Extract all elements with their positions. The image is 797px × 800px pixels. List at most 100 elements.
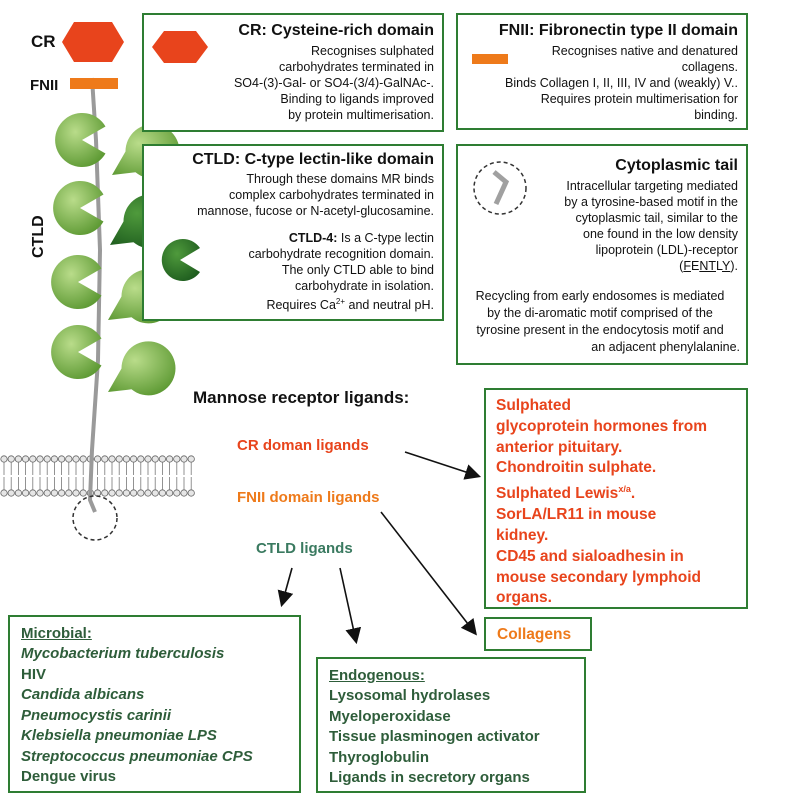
ctld4-bold: CTLD-4: <box>288 231 338 245</box>
cr-box-text: Recognises sulphated carbohydrates termi… <box>234 43 434 123</box>
microbial-heading: Microbial: <box>21 625 92 642</box>
ctld-pacman <box>55 113 106 167</box>
cr-ligand-item: CD45 and sialoadhesin in <box>496 547 684 565</box>
ctld-pacman <box>51 325 102 380</box>
collagens-text: Collagens <box>497 626 572 643</box>
cr-ligand-item: anterior pituitary. <box>496 438 623 456</box>
ctld-line: Through these domains MR binds <box>246 172 434 186</box>
motif-open: ( <box>679 259 684 273</box>
ctld4-text: CTLD-4: Is a C-type lectin carbohydrate … <box>248 230 434 313</box>
endogenous-item: Ligands in secretory organs <box>329 769 530 786</box>
cyto-box-text: Intracellular targeting mediated by a ty… <box>564 178 738 274</box>
lewis-sup: x/a <box>618 484 631 495</box>
cyto-motif-line: (FENTLY). <box>564 258 738 274</box>
cr-ligand-item: Sulphated <box>496 397 571 414</box>
fnii-label: FNII <box>30 77 59 94</box>
ctld-box-text: Through these domains MR binds complex c… <box>197 171 434 219</box>
fnii-box-title: FNII: Fibronectin type II domain <box>498 22 738 39</box>
fnii-line: binding. <box>694 108 738 122</box>
motif-close: ). <box>730 259 738 273</box>
microbial-item: Candida albicans <box>21 686 145 703</box>
ctld-domain-box: CTLD: C-type lectin-like domain Through … <box>142 144 444 321</box>
ctld-pacman <box>53 180 104 235</box>
cell-membrane <box>0 455 195 497</box>
microbial-list: Microbial: Mycobacterium tuberculosis HI… <box>21 623 253 788</box>
endogenous-item: Tissue plasminogen activator <box>329 728 540 745</box>
cr-ligand-item: SorLA/LR11 in mouse <box>496 506 657 524</box>
cr-ligand-item: organs. <box>496 589 552 607</box>
cr-line: SO4-(3)-Gal- or SO4-(3/4)-GalNAc-. <box>233 76 434 90</box>
cr-domain-hexagon <box>62 22 124 62</box>
ctld4-pacman-icon <box>161 239 200 281</box>
cr-ligand-item: Chondroitin sulphate. <box>496 459 657 477</box>
cyto-line2: Recycling from early endosomes is mediat… <box>475 289 725 303</box>
fnii-domain-bar <box>70 78 118 89</box>
arrow-ctld-to-microbial <box>277 567 294 608</box>
cr-line: Recognises sulphated <box>311 44 434 58</box>
cytoplasmic-tail-icon <box>473 161 527 215</box>
cytoplasmic-tail-box: Cytoplasmic tail Intracellular targeting… <box>456 144 748 365</box>
cr-ligands-label: CR doman ligands <box>237 437 369 454</box>
cr-box-title: CR: Cysteine-rich domain <box>238 22 434 39</box>
fnii-bar-icon <box>472 54 508 64</box>
fnii-domain-box: FNII: Fibronectin type II domain Recogni… <box>456 13 748 130</box>
microbial-item: HIV <box>21 665 47 683</box>
arrow-fnii-to-collagens <box>380 511 477 636</box>
cr-line: carbohydrates terminated in <box>279 60 434 74</box>
ligands-heading: Mannose receptor ligands: <box>193 388 410 407</box>
lewis-prefix: Sulphated Lewis <box>496 485 619 503</box>
cyto-line: one found in the low density <box>583 227 738 241</box>
endogenous-item: Lysosomal hydrolases <box>329 687 491 704</box>
cyto-line: by a tyrosine-based motif in the <box>564 195 738 209</box>
receptor-stalk <box>87 77 103 513</box>
cytoplasmic-tail-circle <box>72 495 118 541</box>
cr-ligand-item: mouse secondary lymphoid <box>496 568 701 586</box>
ctld-ligands-label: CTLD ligands <box>256 540 353 557</box>
endogenous-box: Endogenous: Lysosomal hydrolases Myelope… <box>316 657 586 793</box>
microbial-item: Pneumocystis carinii <box>21 706 172 724</box>
arrow-cr-to-list <box>404 451 482 480</box>
cr-ligand-item: Sulphated Lewisx/a. <box>496 479 707 505</box>
motif-e: E <box>690 259 700 273</box>
ctld-line: mannose, fucose or N-acetyl-glucosamine. <box>197 204 434 218</box>
arrow-ctld-to-endogenous <box>339 567 362 645</box>
ctld4-line: CTLD-4: Is a C-type lectin <box>248 230 434 246</box>
fnii-line: Recognises native and denatured <box>551 44 738 58</box>
cyto-box-title: Cytoplasmic tail <box>615 157 738 174</box>
cr-ligands-box: Sulphated glycoprotein hormones from ant… <box>484 388 748 609</box>
cyto-line2: by the di-aromatic motif comprised of th… <box>487 306 713 320</box>
ctld4-requirement: Requires Ca2+ and neutral pH. <box>248 294 434 313</box>
req-suffix: and neutral pH. <box>345 298 434 313</box>
cr-label: CR <box>31 32 56 51</box>
fnii-line: Requires protein multimerisation for <box>540 92 738 106</box>
ctld-line: complex carbohydrates terminated in <box>229 188 434 202</box>
ctld4-line: The only CTLD able to bind <box>281 263 434 277</box>
motif-f: F <box>683 259 691 273</box>
motif-y: Y <box>722 259 731 273</box>
cr-line: by protein multimerisation. <box>288 108 434 122</box>
ctld4-span: Is a C-type lectin <box>337 231 434 245</box>
req-sup: 2+ <box>335 297 346 306</box>
cr-ligands-list: Sulphated glycoprotein hormones from ant… <box>496 396 707 609</box>
cr-domain-box: CR: Cysteine-rich domain Recognises sulp… <box>142 13 444 132</box>
cyto-line: lipoprotein (LDL)-receptor <box>595 243 738 257</box>
endogenous-item: Thyroglobulin <box>329 748 429 766</box>
microbial-item: Klebsiella pneumoniae LPS <box>21 727 217 744</box>
microbial-item: Mycobacterium tuberculosis <box>21 645 225 662</box>
req-prefix: Requires Ca <box>266 298 336 313</box>
fnii-ligands-label: FNII domain ligands <box>237 489 380 506</box>
endogenous-list: Endogenous: Lysosomal hydrolases Myelope… <box>329 665 540 789</box>
cr-ligand-item: kidney. <box>496 526 549 544</box>
endogenous-item: Myeloperoxidase <box>329 707 451 725</box>
ctld-pacman <box>108 341 176 396</box>
cr-hexagon-icon <box>152 31 208 63</box>
ctld4-line: carbohydrate in isolation. <box>295 279 434 293</box>
fnii-box-text: Recognises native and denatured collagen… <box>505 43 738 123</box>
ctld-pacman <box>51 255 102 309</box>
cr-ligand-item: glycoprotein hormones from <box>496 417 707 435</box>
fnii-line: Binds Collagen I, II, III, IV and (weakl… <box>505 76 738 90</box>
cyto-recycling-text: Recycling from early endosomes is mediat… <box>460 288 740 356</box>
cyto-line2: tyrosine present in the endocytosis moti… <box>476 323 724 337</box>
endogenous-heading: Endogenous: <box>329 667 425 684</box>
